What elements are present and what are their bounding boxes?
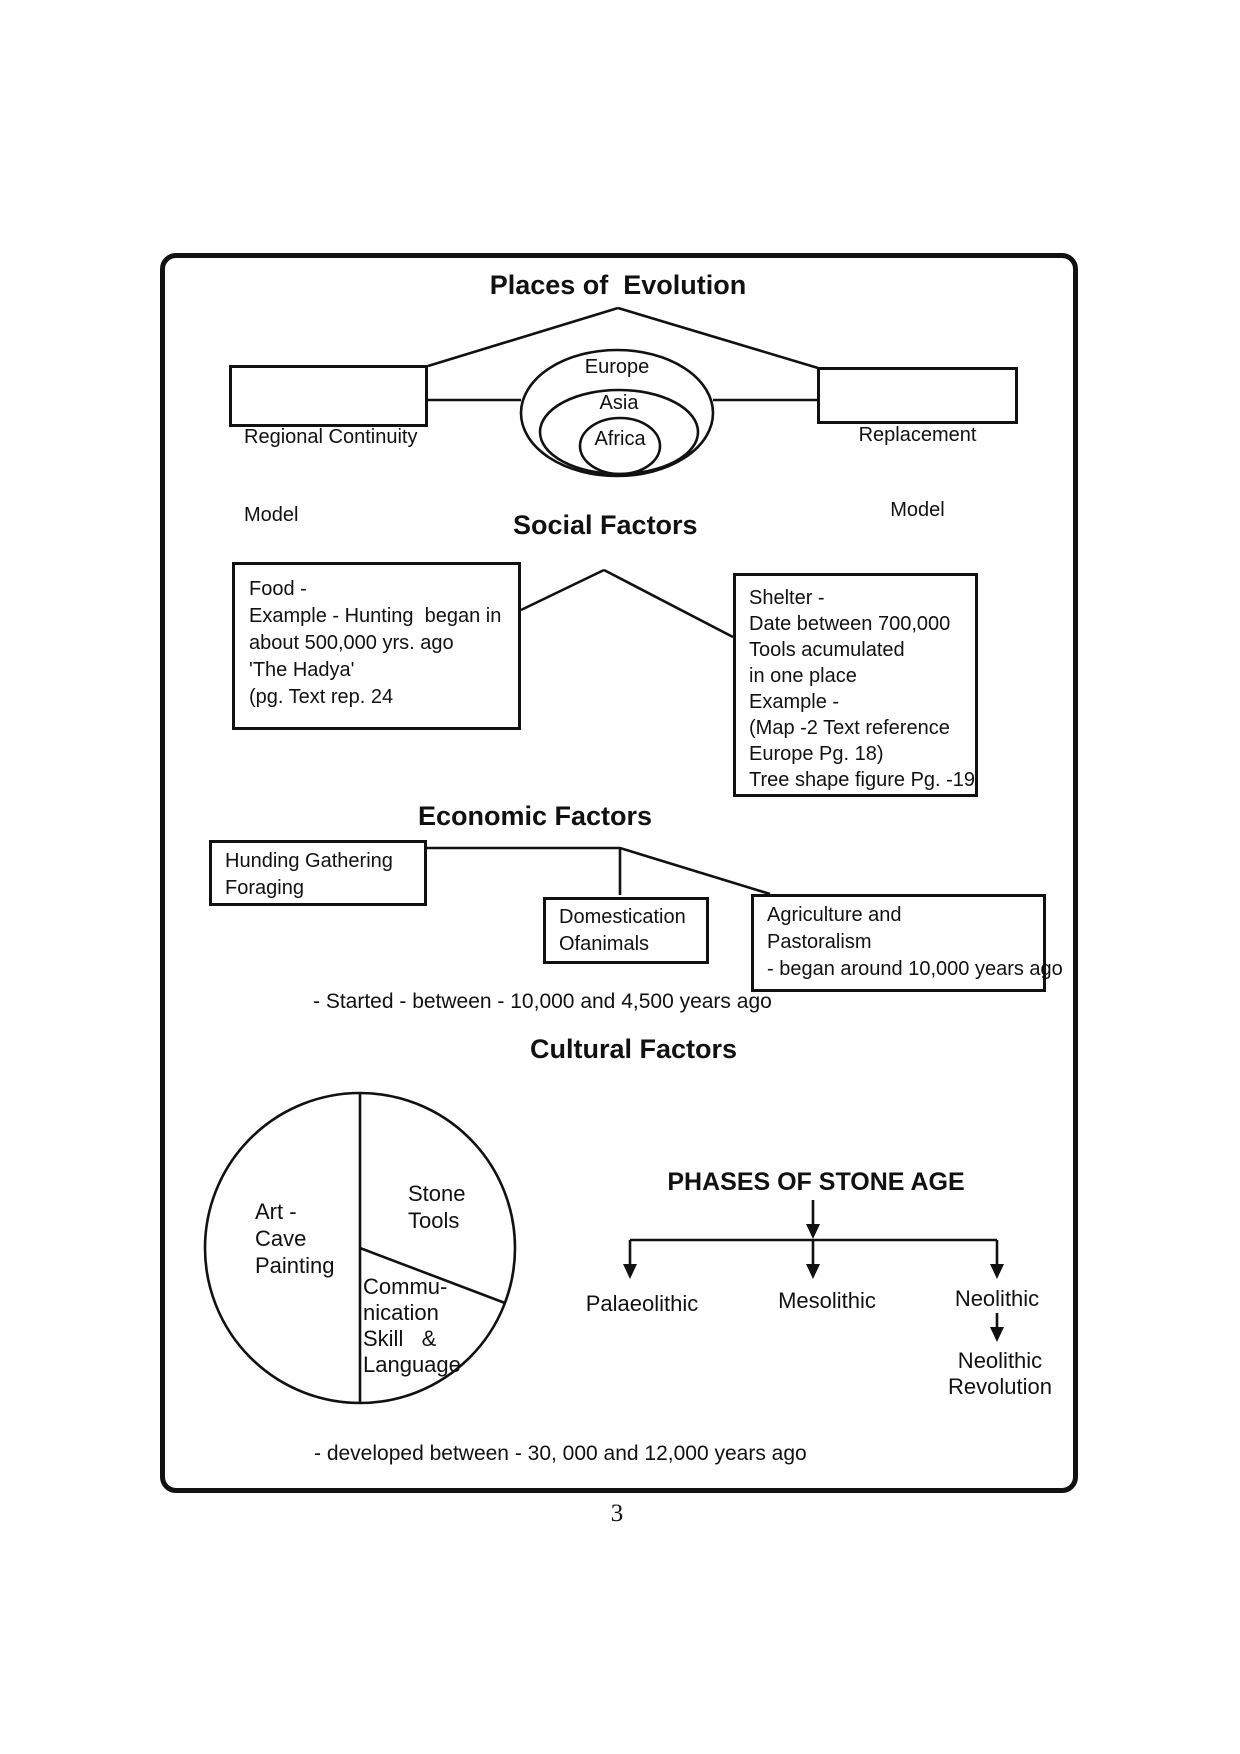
shelter-box-line: Tree shape figure Pg. -19 bbox=[749, 769, 976, 791]
cultural-factors-title: Cultural Factors bbox=[530, 1034, 738, 1064]
food-box-line: 'The Hadya' bbox=[249, 659, 355, 681]
hunting-box-line: Foraging bbox=[225, 877, 304, 899]
neolithic-revolution-label: Neolithic Revolution bbox=[948, 1348, 1052, 1400]
hunting-gathering-box: Hunding Gathering Foraging bbox=[209, 840, 427, 906]
pie-label-line: Skill & bbox=[363, 1326, 437, 1351]
shelter-box-line: Shelter - bbox=[749, 587, 825, 609]
pie-label-line: Tools bbox=[408, 1208, 460, 1233]
hunting-box-line: Hunding Gathering bbox=[225, 850, 393, 872]
food-box-line: (pg. Text rep. 24 bbox=[249, 686, 394, 708]
shelter-box-line: Tools acumulated bbox=[749, 639, 905, 661]
shelter-box: Shelter - Date between 700,000 Tools acu… bbox=[733, 573, 978, 797]
places-title: Places of Evolution bbox=[489, 270, 747, 300]
page-number: 3 bbox=[610, 1500, 624, 1527]
stone-age-title: PHASES OF STONE AGE bbox=[667, 1168, 965, 1196]
shelter-box-line: Example - bbox=[749, 691, 840, 713]
economic-note: - Started - between - 10,000 and 4,500 y… bbox=[313, 990, 772, 1013]
phase-mesolithic: Mesolithic bbox=[778, 1288, 876, 1313]
neolithic-revolution-line: Neolithic bbox=[957, 1348, 1043, 1373]
africa-label: Africa bbox=[594, 428, 646, 450]
agriculture-box-line: - began around 10,000 years ago bbox=[767, 958, 1063, 980]
social-factors-title: Social Factors bbox=[513, 510, 698, 540]
regional-box-line: Model bbox=[244, 504, 299, 526]
cultural-note: - developed between - 30, 000 and 12,000… bbox=[314, 1442, 807, 1465]
pie-label-line: Art - bbox=[255, 1199, 297, 1224]
phase-neolithic: Neolithic bbox=[954, 1286, 1040, 1311]
asia-label: Asia bbox=[599, 392, 639, 414]
replacement-box-line: Replacement bbox=[858, 424, 977, 446]
food-box-line: Food - bbox=[249, 578, 307, 600]
pie-label-line: Painting bbox=[255, 1253, 335, 1278]
pie-label-stone-tools: Stone Tools bbox=[408, 1180, 466, 1234]
agriculture-box-line: Agriculture and bbox=[767, 904, 902, 926]
pie-label-line: Cave bbox=[255, 1226, 307, 1251]
pie-label-line: Stone bbox=[408, 1181, 466, 1206]
food-box-line: about 500,000 yrs. ago bbox=[249, 632, 454, 654]
domestication-box-line: Ofanimals bbox=[559, 933, 650, 955]
replacement-box-line: Model bbox=[890, 499, 945, 521]
neolithic-revolution-line: Revolution bbox=[948, 1374, 1052, 1399]
domestication-box: Domestication Ofanimals bbox=[543, 897, 709, 964]
europe-label: Europe bbox=[584, 356, 650, 378]
food-box: Food - Example - Hunting began in about … bbox=[232, 562, 521, 730]
pie-label-art: Art - Cave Painting bbox=[255, 1198, 335, 1279]
food-box-line: Example - Hunting began in bbox=[249, 605, 502, 627]
shelter-box-line: in one place bbox=[749, 665, 857, 687]
regional-box-line: Regional Continuity bbox=[244, 426, 418, 448]
shelter-box-line: Europe Pg. 18) bbox=[749, 743, 884, 765]
diagram-frame bbox=[160, 253, 1078, 1493]
agriculture-box-line: Pastoralism bbox=[767, 931, 872, 953]
pie-label-line: nication bbox=[363, 1300, 439, 1325]
shelter-box-line: Date between 700,000 bbox=[749, 613, 951, 635]
pie-label-communication: Commu- nication Skill & Language bbox=[363, 1274, 461, 1378]
pie-label-line: Language bbox=[363, 1352, 461, 1377]
agriculture-box: Agriculture and Pastoralism - began arou… bbox=[751, 894, 1063, 992]
regional-continuity-model-box: Regional Continuity Model bbox=[229, 365, 428, 526]
shelter-box-line: (Map -2 Text reference bbox=[749, 717, 950, 739]
economic-factors-title: Economic Factors bbox=[417, 801, 653, 831]
pie-label-line: Commu- bbox=[363, 1274, 448, 1299]
domestication-box-line: Domestication bbox=[559, 906, 686, 928]
phase-palaeolithic: Palaeolithic bbox=[585, 1291, 699, 1316]
replacement-model-box: Replacement Model bbox=[817, 367, 1018, 521]
